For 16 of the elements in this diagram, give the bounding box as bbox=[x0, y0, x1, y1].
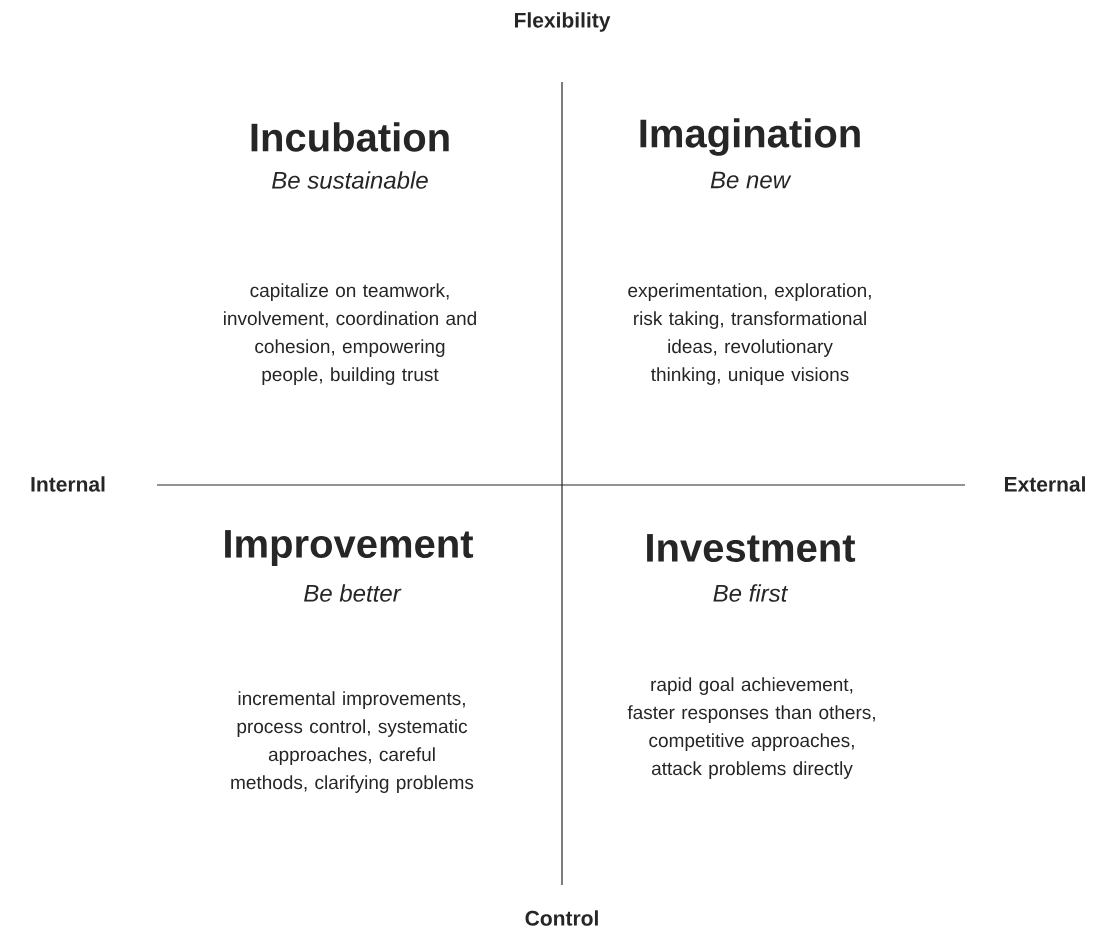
quadrant-description: rapid goal achievement, faster responses than others, competitive approaches, attack problems directly bbox=[627, 677, 875, 779]
quadrant-subtitle: Be better bbox=[304, 584, 402, 602]
quadrant-subtitle: Be first bbox=[713, 584, 789, 602]
quadrant-title: Imagination bbox=[640, 118, 860, 156]
axis-label: Internal bbox=[31, 476, 105, 492]
quadrant-description: experimentation, exploration, risk taking, transformational ideas, revolutionary thinking, unique visions bbox=[628, 283, 871, 385]
quadrant-subtitle: Be sustainable bbox=[272, 171, 428, 189]
quadrant-description: capitalize on teamwork, involvement, coordination and cohesion, empowering people, building trust bbox=[224, 283, 476, 385]
axis-label: External bbox=[1005, 476, 1085, 492]
quadrant-title: Incubation bbox=[251, 122, 449, 152]
quadrant-description: incremental improvements, process control, systematic approaches, careful methods, clarifying problems bbox=[231, 691, 474, 793]
quadrant-title: Improvement bbox=[225, 530, 474, 566]
quadrant-title: Investment bbox=[647, 534, 856, 562]
axis-label: Flexibility bbox=[515, 12, 611, 32]
quadrant-subtitle: Be new bbox=[710, 171, 792, 189]
axis-label: Control bbox=[525, 910, 598, 926]
